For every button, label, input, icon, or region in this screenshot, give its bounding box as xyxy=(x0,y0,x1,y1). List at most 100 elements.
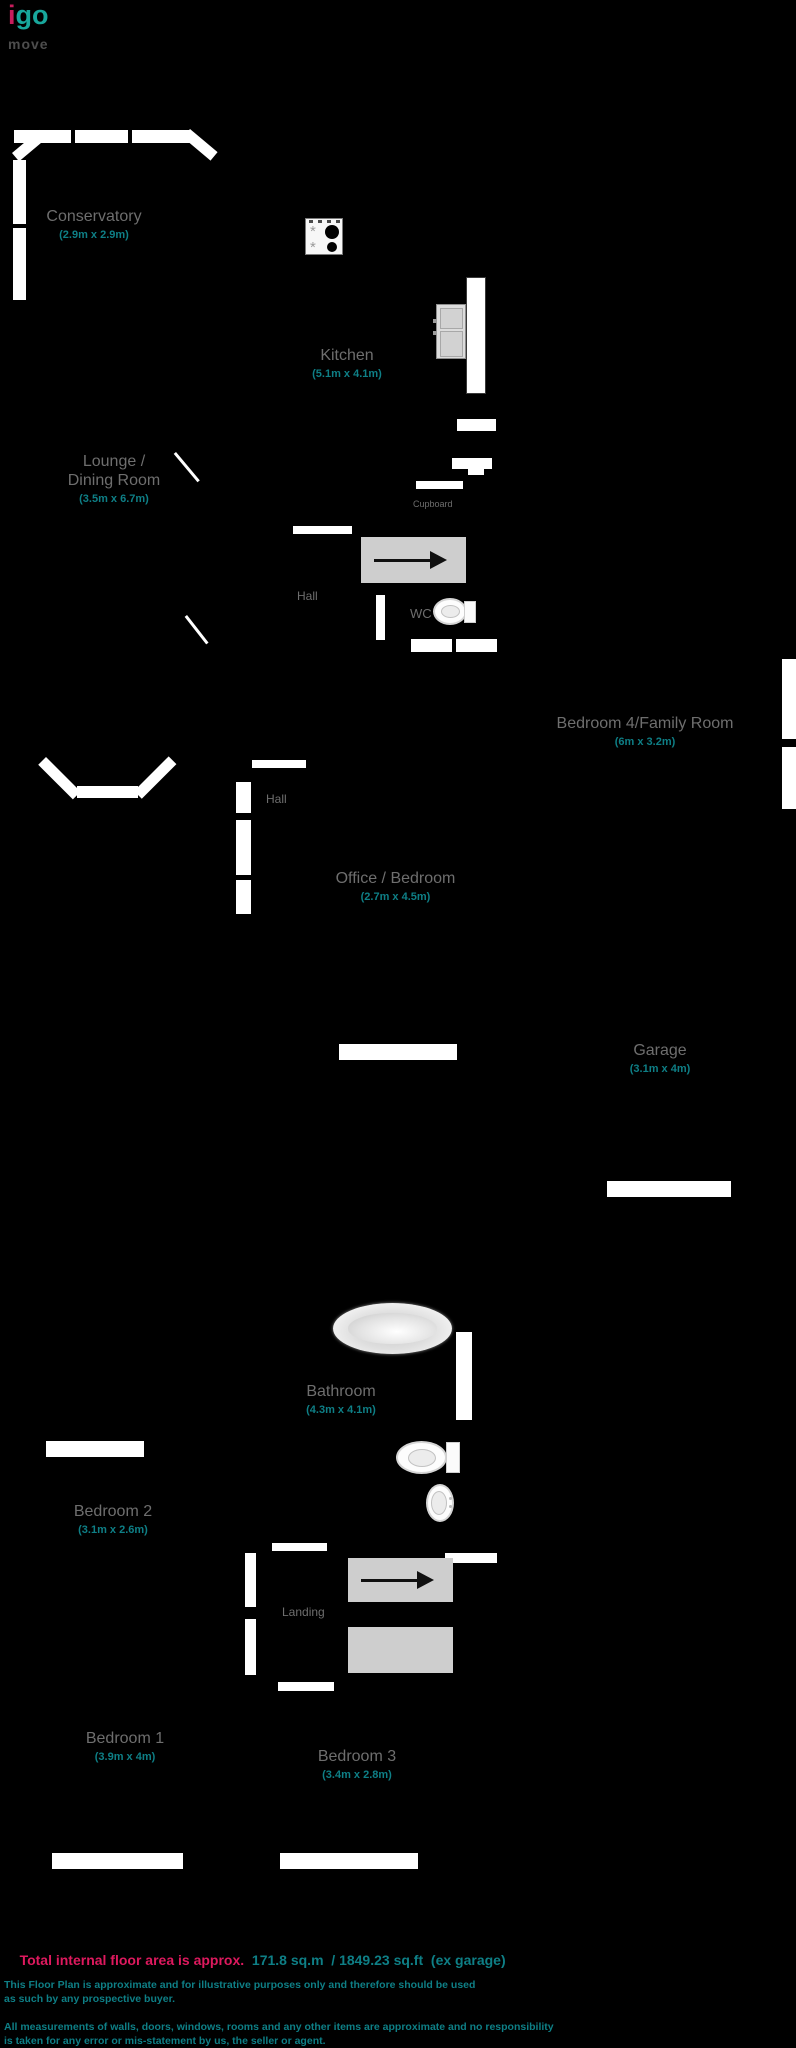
washbasin-icon xyxy=(426,1484,454,1522)
room-label-bedroom1: Bedroom 1 (3.9m x 4m) xyxy=(65,1729,185,1763)
wall-segment xyxy=(456,1332,472,1420)
bedroom2-dims: (3.1m x 2.6m) xyxy=(78,1524,148,1536)
garage-dims: (3.1m x 4m) xyxy=(629,1063,691,1075)
office-name: Office / Bedroom xyxy=(335,870,456,887)
room-label-bathroom: Bathroom (4.3m x 4.1m) xyxy=(281,1382,401,1416)
sink-unit-icon xyxy=(433,304,466,359)
office-dims: (2.7m x 4.5m) xyxy=(360,891,431,903)
room-label-landing: Landing xyxy=(282,1605,325,1619)
wall-segment xyxy=(466,277,486,394)
staircase-ground xyxy=(361,537,466,583)
bedroom1-dims: (3.9m x 4m) xyxy=(94,1751,156,1763)
toilet-bowl-inner xyxy=(408,1449,436,1467)
window-wall xyxy=(607,1181,731,1197)
hob-knob-icon: * xyxy=(310,223,316,240)
disclaimer1-line2: as such by any prospective buyer. xyxy=(4,1993,175,2005)
disclaimer-floorplan: This Floor Plan is approximate and for i… xyxy=(4,1978,475,2006)
bay-window-wall xyxy=(77,786,138,798)
direction-arrow xyxy=(361,1578,418,1582)
disclaimer2-line2: is taken for any error or mis-statement … xyxy=(4,2035,326,2047)
room-label-bedroom3: Bedroom 3 (3.4m x 2.8m) xyxy=(297,1747,417,1781)
conservatory-dims: (2.9m x 2.9m) xyxy=(59,229,129,241)
wall-segment xyxy=(416,481,463,489)
wall-segment xyxy=(252,760,306,768)
conservatory-name: Conservatory xyxy=(46,208,142,225)
room-label-office: Office / Bedroom (2.7m x 4.5m) xyxy=(323,869,468,903)
lounge-name-line2: Dining Room xyxy=(67,472,161,489)
wall-segment xyxy=(468,468,484,475)
bathtub-icon xyxy=(333,1303,452,1354)
bathroom-name: Bathroom xyxy=(306,1383,376,1400)
window-wall-diagonal xyxy=(182,129,218,161)
wall-segment xyxy=(245,1553,256,1607)
room-label-lounge: Lounge / Dining Room (3.5m x 6.7m) xyxy=(44,452,184,505)
hob-burner-icon xyxy=(325,225,339,239)
room-label-kitchen: Kitchen (5.1m x 4.1m) xyxy=(277,346,417,380)
wall-segment xyxy=(376,595,385,640)
window-wall xyxy=(339,1044,457,1060)
logo-go: go xyxy=(15,0,49,30)
window-wall xyxy=(782,747,796,809)
wall-segment xyxy=(278,1682,334,1691)
window-wall xyxy=(782,659,796,739)
disclaimer-measurements: All measurements of walls, doors, window… xyxy=(4,2020,554,2048)
bay-window-wall xyxy=(134,756,177,799)
window-wall xyxy=(280,1853,418,1869)
bedroom1-name: Bedroom 1 xyxy=(85,1730,165,1747)
logo-i: i xyxy=(8,0,16,30)
washbasin-inner xyxy=(431,1491,447,1515)
bedroom3-name: Bedroom 3 xyxy=(317,1748,397,1765)
bedroom2-name: Bedroom 2 xyxy=(73,1503,153,1520)
room-label-hall: Hall xyxy=(297,589,318,603)
wall-segment xyxy=(236,782,251,813)
toilet-cistern xyxy=(464,601,476,623)
room-label-bedroom4: Bedroom 4/Family Room (6m x 3.2m) xyxy=(535,714,755,748)
igo-move-logo: igo move xyxy=(8,2,49,58)
window-wall xyxy=(13,228,26,300)
wall-segment xyxy=(236,820,251,875)
arrow-head-icon xyxy=(417,1571,434,1589)
bedroom3-dims: (3.4m x 2.8m) xyxy=(322,1769,392,1781)
bedroom4-dims: (6m x 3.2m) xyxy=(614,736,676,748)
tap-dot xyxy=(449,1505,452,1508)
wall-segment xyxy=(445,1553,497,1563)
kitchen-name: Kitchen xyxy=(320,347,374,364)
staircase-first-floor xyxy=(348,1558,453,1602)
staircase-lower-flight xyxy=(348,1627,453,1673)
door-swing xyxy=(184,615,209,645)
wall-segment xyxy=(457,419,496,431)
total-floor-area: Total internal floor area is approx. 171… xyxy=(4,1936,506,1984)
window-wall xyxy=(75,130,128,143)
wall-segment xyxy=(236,880,251,914)
bathroom-dims: (4.3m x 4.1m) xyxy=(306,1404,376,1416)
window-wall xyxy=(52,1853,183,1869)
total-area-label: Total internal floor area is approx. xyxy=(19,1952,245,1968)
bay-window-wall xyxy=(38,757,81,800)
hob-icon: * * xyxy=(305,218,343,255)
toilet-cistern xyxy=(446,1442,460,1473)
window-wall xyxy=(456,639,497,652)
disclaimer2-line1: All measurements of walls, doors, window… xyxy=(4,2021,554,2033)
hob-knob-icon: * xyxy=(310,239,316,256)
window-wall xyxy=(411,639,452,652)
lounge-dims: (3.5m x 6.7m) xyxy=(79,493,149,505)
room-label-hall2: Hall xyxy=(266,792,287,806)
garage-name: Garage xyxy=(633,1042,687,1059)
toilet-bowl-inner xyxy=(441,605,460,618)
total-area-value: 171.8 sq.m / 1849.23 sq.ft (ex garage) xyxy=(244,1952,506,1968)
room-label-bedroom2: Bedroom 2 (3.1m x 2.6m) xyxy=(53,1502,173,1536)
bathtub-inner xyxy=(348,1313,437,1344)
tap-dot xyxy=(449,1497,452,1500)
room-label-wc: WC xyxy=(410,606,432,621)
lounge-name-line1: Lounge / xyxy=(82,453,146,470)
wall-segment xyxy=(272,1543,327,1551)
arrow-head-icon xyxy=(430,551,447,569)
kitchen-dims: (5.1m x 4.1m) xyxy=(312,368,382,380)
disclaimer1-line1: This Floor Plan is approximate and for i… xyxy=(4,1979,476,1991)
window-wall xyxy=(46,1441,144,1457)
direction-arrow xyxy=(374,558,431,562)
room-label-garage: Garage (3.1m x 4m) xyxy=(600,1041,720,1075)
logo-subtitle: move xyxy=(8,36,49,52)
hob-burner-icon xyxy=(327,242,337,252)
